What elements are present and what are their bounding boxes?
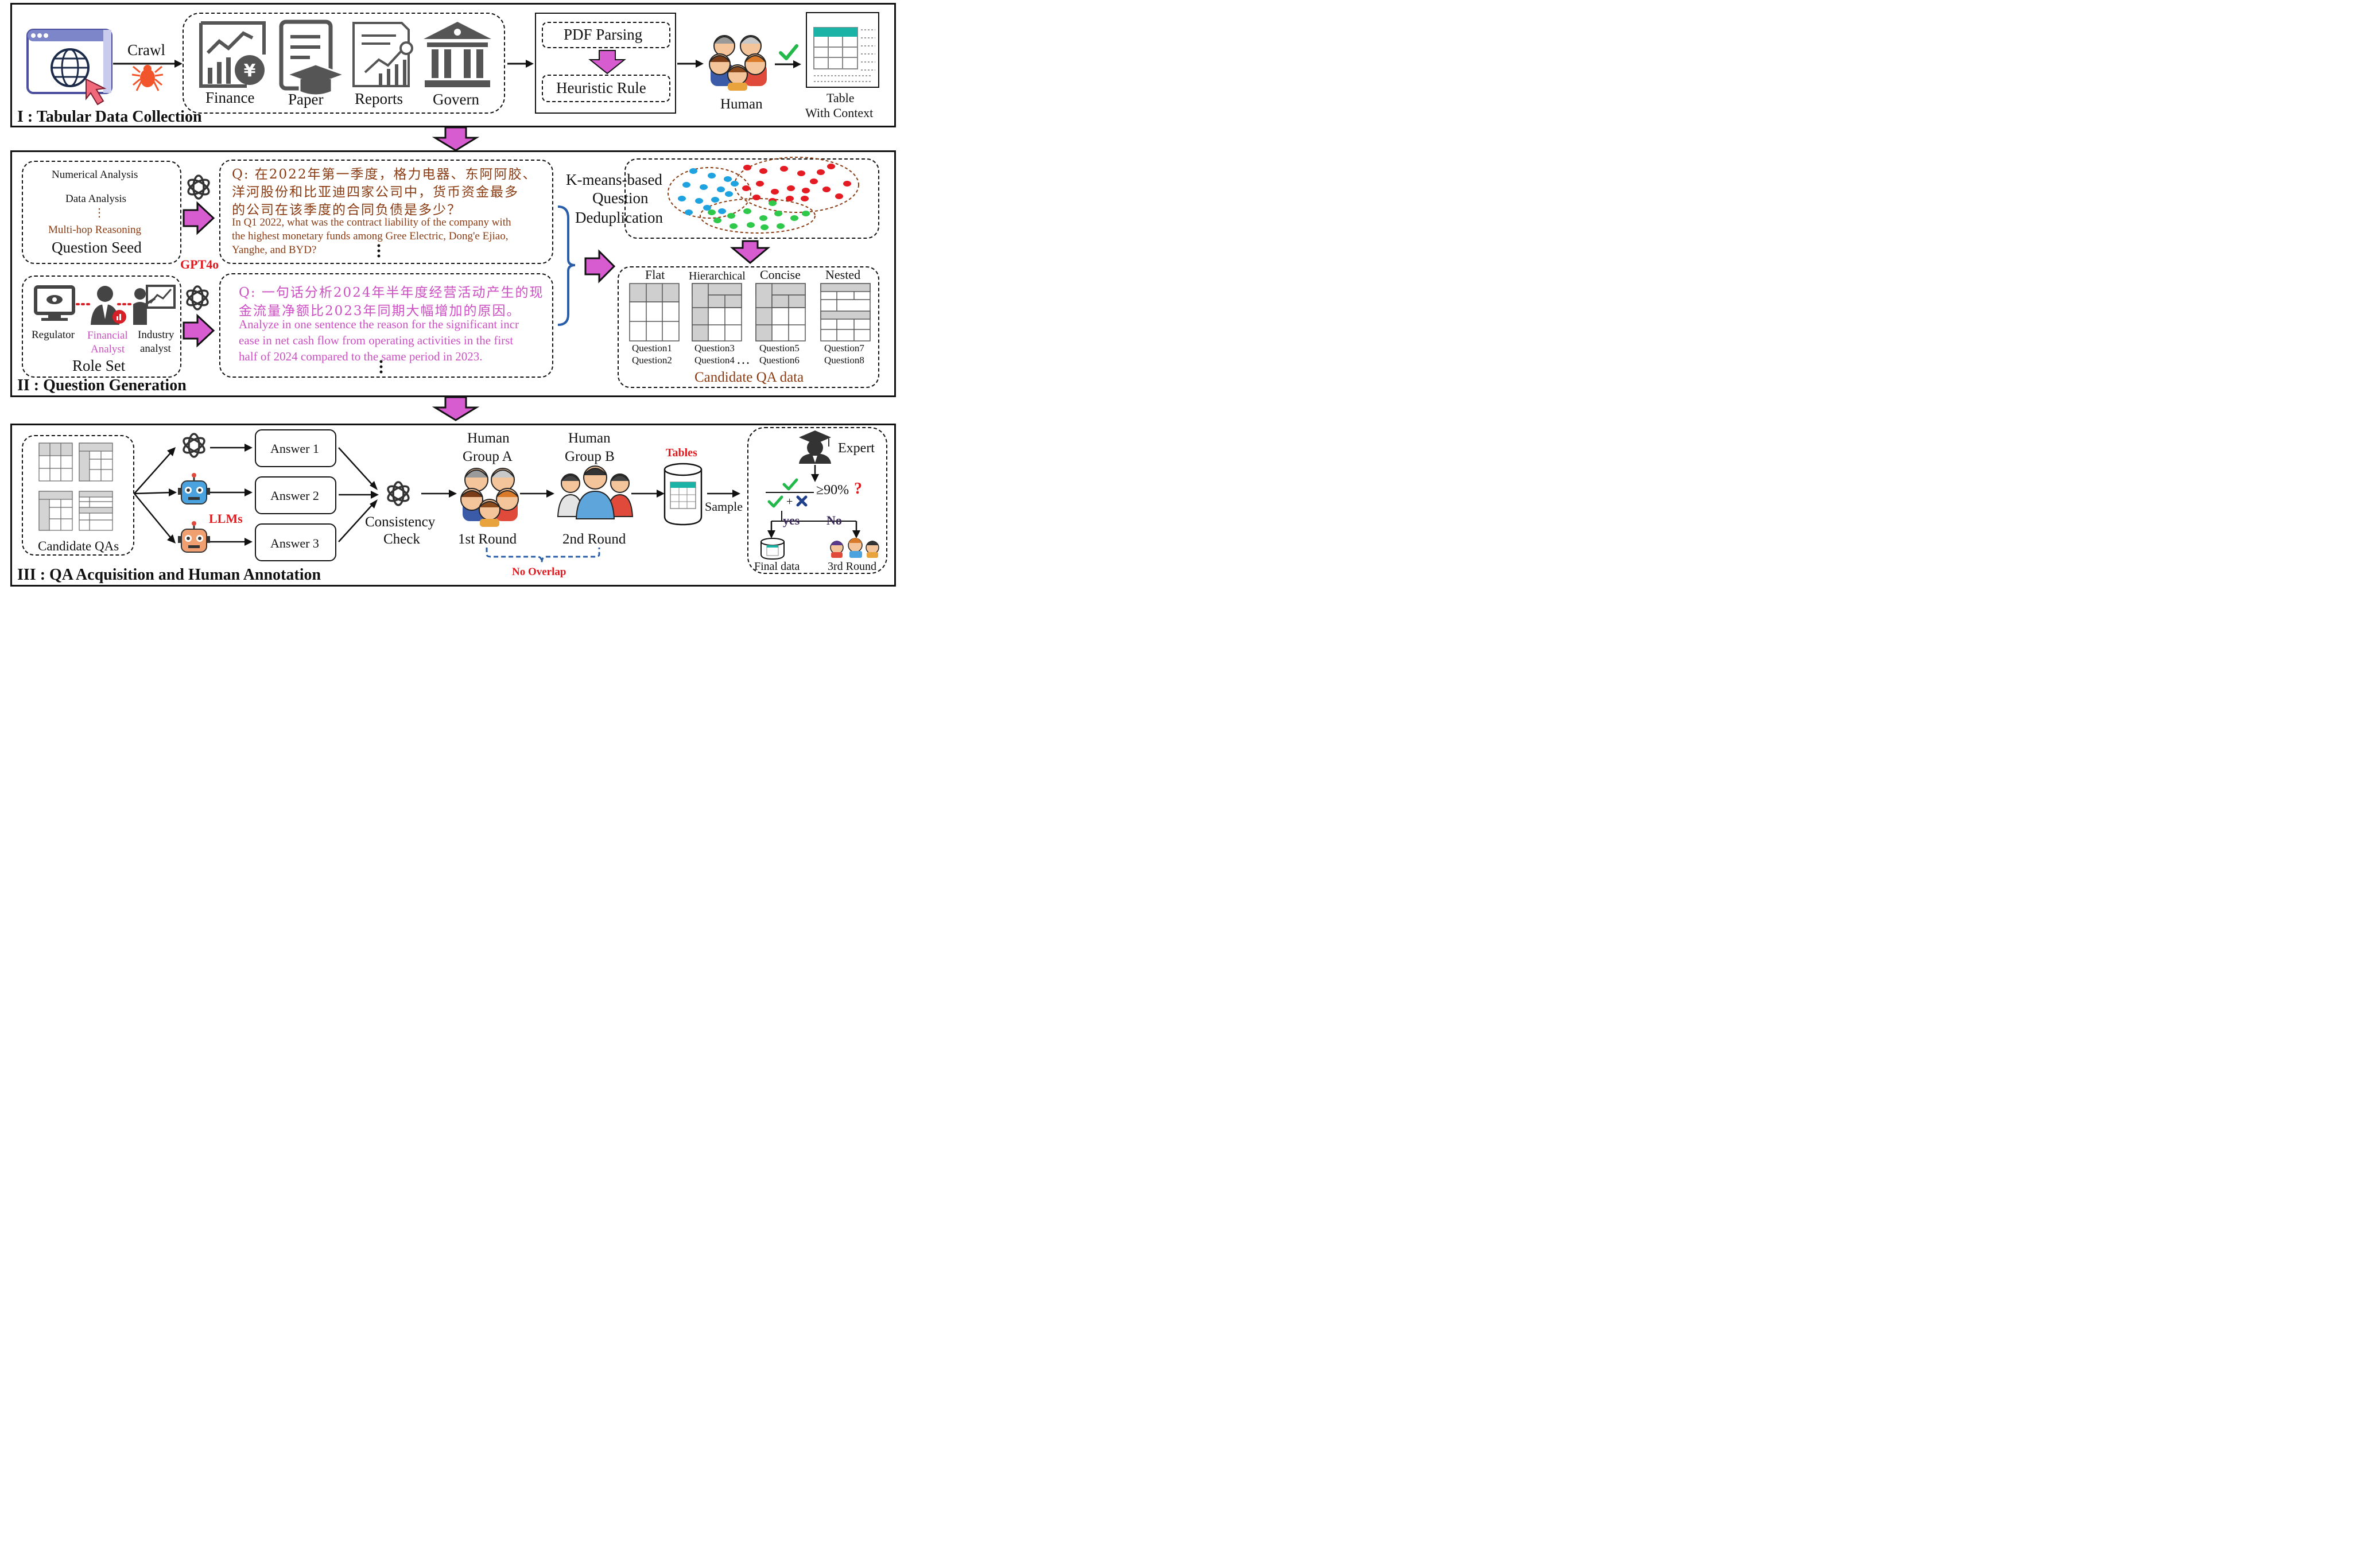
no-label: No <box>826 513 842 527</box>
question-5: Question5 <box>759 343 800 354</box>
question-4: Question4 <box>694 355 735 366</box>
answer-3-box <box>255 523 336 561</box>
table-type-concise: Concise <box>760 267 801 282</box>
dedup-line2: Question <box>592 189 649 207</box>
q1-en-line2: the highest monetary funds among Gree El… <box>232 230 509 242</box>
seed-dots: ⋮ <box>94 207 105 219</box>
source-govern-label: Govern <box>433 91 479 108</box>
heuristic-rule-label: Heuristic Rule <box>556 79 646 96</box>
question-2: Question2 <box>632 355 672 366</box>
q2-en-line3: half of 2024 compared to the same period… <box>239 350 483 363</box>
role-set-label: Role Set <box>72 357 126 374</box>
dedup-cluster-box <box>624 158 879 239</box>
panel2-title: II : Question Generation <box>17 377 187 394</box>
no-overlap-label: No Overlap <box>512 566 566 578</box>
sample-label: Sample <box>705 499 743 514</box>
q2-en-line2: ease in net cash flow from operating act… <box>239 333 514 347</box>
source-finance-label: Finance <box>205 89 255 106</box>
role-financial-line1: Financial <box>87 329 128 341</box>
llms-label: LLMs <box>209 511 243 526</box>
seed-data-analysis: Data Analysis <box>65 193 127 205</box>
q2-en-line1: Analyze in one sentence the reason for t… <box>239 317 519 331</box>
source-paper-label: Paper <box>288 91 324 108</box>
q1-zh-line2: 洋河股份和比亚迪四家公司中，货币资金最多 <box>232 185 519 200</box>
expert-review-box <box>747 427 887 574</box>
round-2-label: 2nd Round <box>562 531 626 547</box>
crawl-label: Crawl <box>127 41 165 59</box>
table-type-hierarchical: Hierarchical <box>689 270 746 282</box>
final-data-label: Final data <box>754 560 800 573</box>
group-b-line1: Human <box>568 430 611 446</box>
questions-ellipsis: … <box>736 352 750 367</box>
candidate-qas-box <box>22 435 134 556</box>
table-type-nested: Nested <box>825 267 861 282</box>
consistency-line1: Consistency <box>365 514 436 530</box>
role-industry-line2: analyst <box>140 343 171 355</box>
question-1: Question1 <box>632 343 672 354</box>
panel-qa-acquisition <box>10 424 896 587</box>
group-a-line2: Group A <box>463 449 513 464</box>
sources-box <box>183 13 505 114</box>
gpt4o-label: GPT4o <box>180 257 219 271</box>
table-label: Table <box>826 91 855 105</box>
round-3-label: 3rd Round <box>828 560 876 573</box>
q1-zh-line1: Q: 在2022年第一季度，格力电器、东阿阿胶、 <box>232 167 537 182</box>
q1-en-line1: In Q1 2022, what was the contract liabil… <box>232 216 511 228</box>
source-reports-label: Reports <box>355 90 403 107</box>
role-regulator: Regulator <box>32 329 75 341</box>
candidate-qa-data-label: Candidate QA data <box>694 370 804 385</box>
processing-box <box>535 13 676 114</box>
q1-en-line3: Yanghe, and BYD? <box>232 244 317 256</box>
question-6: Question6 <box>759 355 800 366</box>
question-2-box <box>219 273 553 378</box>
question-7: Question7 <box>824 343 864 354</box>
expert-label: Expert <box>838 441 875 456</box>
answer-3-label: Answer 3 <box>270 536 319 550</box>
pdf-parsing-label: PDF Parsing <box>564 26 643 43</box>
dedup-line3: Deduplication <box>575 209 663 226</box>
threshold-label: ≥90% <box>816 483 849 498</box>
question-seed-label: Question Seed <box>52 239 142 256</box>
answer-1-box <box>255 429 336 467</box>
question-8: Question8 <box>824 355 864 366</box>
answer-2-box <box>255 476 336 514</box>
tables-label: Tables <box>666 447 697 459</box>
question-3: Question3 <box>694 343 735 354</box>
yes-label: yes <box>783 513 800 527</box>
with-context-label: With Context <box>805 106 874 120</box>
table-type-flat: Flat <box>645 267 665 282</box>
answer-1-label: Answer 1 <box>270 441 319 456</box>
role-set-box <box>22 275 181 378</box>
dedup-line1: K-means-based <box>566 171 662 188</box>
question-1-box <box>219 160 553 264</box>
candidate-qa-data-box <box>618 266 879 388</box>
round-1-label: 1st Round <box>458 531 517 547</box>
q1-zh-line3: 的公司在该季度的合同负债是多少？ <box>232 203 461 218</box>
group-b-line2: Group B <box>565 449 615 464</box>
human-label: Human <box>720 96 763 112</box>
q2-zh-line2: 金流量净额比2023年同期大幅增加的原因。 <box>239 304 521 319</box>
seed-numerical-analysis: Numerical Analysis <box>52 169 138 181</box>
heuristic-rule-step <box>542 75 670 102</box>
panel1-title: I : Tabular Data Collection <box>17 108 202 126</box>
answer-2-label: Answer 2 <box>270 488 319 503</box>
group-a-line1: Human <box>467 430 510 446</box>
panel3-title: III : QA Acquisition and Human Annotatio… <box>17 566 321 584</box>
threshold-question-mark: ? <box>854 480 862 498</box>
candidate-qas-label: Candidate QAs <box>38 539 119 553</box>
seed-multi-hop-reasoning: Multi-hop Reasoning <box>48 224 142 236</box>
role-financial-line2: Analyst <box>91 343 125 355</box>
q2-zh-line1: Q: 一句话分析2024年半年度经营活动产生的现 <box>239 285 544 300</box>
consistency-line2: Check <box>383 531 420 547</box>
question-seed-box <box>22 161 181 264</box>
role-industry-line1: Industry <box>138 329 174 341</box>
pdf-parsing-step <box>542 22 670 48</box>
